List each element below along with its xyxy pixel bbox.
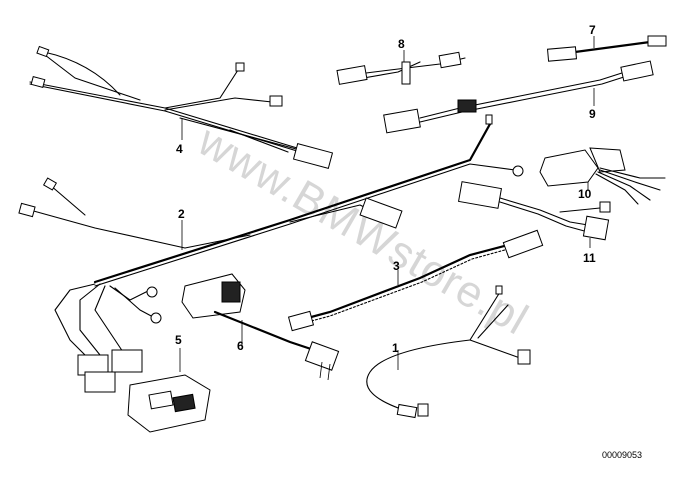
callout-1: 1 — [392, 341, 399, 355]
cable-part-9 — [383, 60, 654, 134]
harness-part-11 — [457, 181, 611, 248]
cable-part-7 — [546, 35, 667, 62]
cable-part-3 — [287, 229, 544, 332]
harness-part-8 — [336, 50, 466, 85]
callout-3: 3 — [393, 259, 400, 273]
callout-5: 5 — [175, 333, 182, 347]
cable-part-1 — [366, 285, 531, 419]
callout-4: 4 — [176, 142, 183, 156]
watermark: www.BMWstore.pl — [189, 116, 536, 345]
callout-9: 9 — [589, 107, 596, 121]
callout-2: 2 — [178, 207, 185, 221]
callout-10: 10 — [578, 187, 592, 201]
callout-11: 11 — [583, 251, 596, 265]
callout-6: 6 — [237, 339, 244, 353]
document-number: 00009053 — [602, 450, 642, 460]
connector-part-10 — [539, 147, 666, 205]
switch-part-5 — [127, 348, 211, 433]
callout-8: 8 — [398, 37, 405, 51]
cable-part-6 — [181, 273, 340, 381]
harness-part-2 — [18, 114, 524, 393]
harness-part-4 — [29, 45, 334, 169]
callout-7: 7 — [589, 23, 596, 37]
